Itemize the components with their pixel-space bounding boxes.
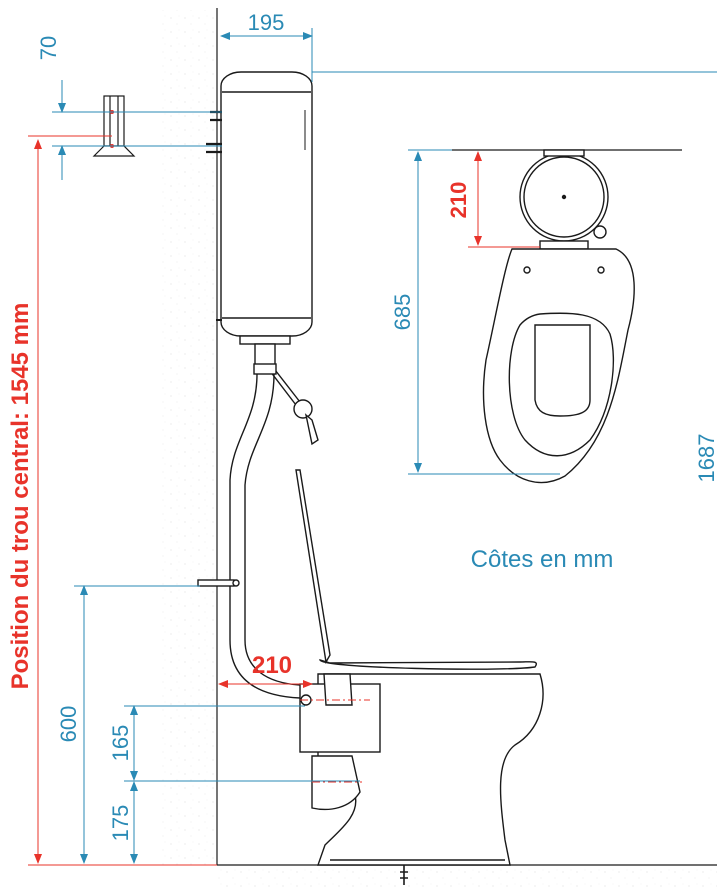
dim-bracket-height: 70 [36,36,61,60]
central-hole-label: Position du trou central: 1545 mm [7,303,34,690]
dimension-lines-red [28,135,540,866]
dim-pipe-bracket-height: 600 [56,706,81,743]
dim-total-height: 1687 [694,434,717,483]
dim-outlet-height: 165 [108,725,133,762]
toilet-top-view [482,149,635,484]
dimension-lines-blue [52,28,717,864]
units-note: Côtes en mm [471,546,614,573]
dim-tank-depth: 195 [248,10,285,35]
flush-pipe [197,363,301,699]
dim-seat-to-cistern: 210 [446,182,471,219]
dim-floor-to-outlet: 175 [108,805,133,842]
toilet-side-view [295,413,544,885]
wall-bracket [92,95,136,157]
dim-wall-to-outlet: 210 [252,652,292,679]
dim-seat-length: 685 [390,294,415,331]
cistern [206,71,313,367]
